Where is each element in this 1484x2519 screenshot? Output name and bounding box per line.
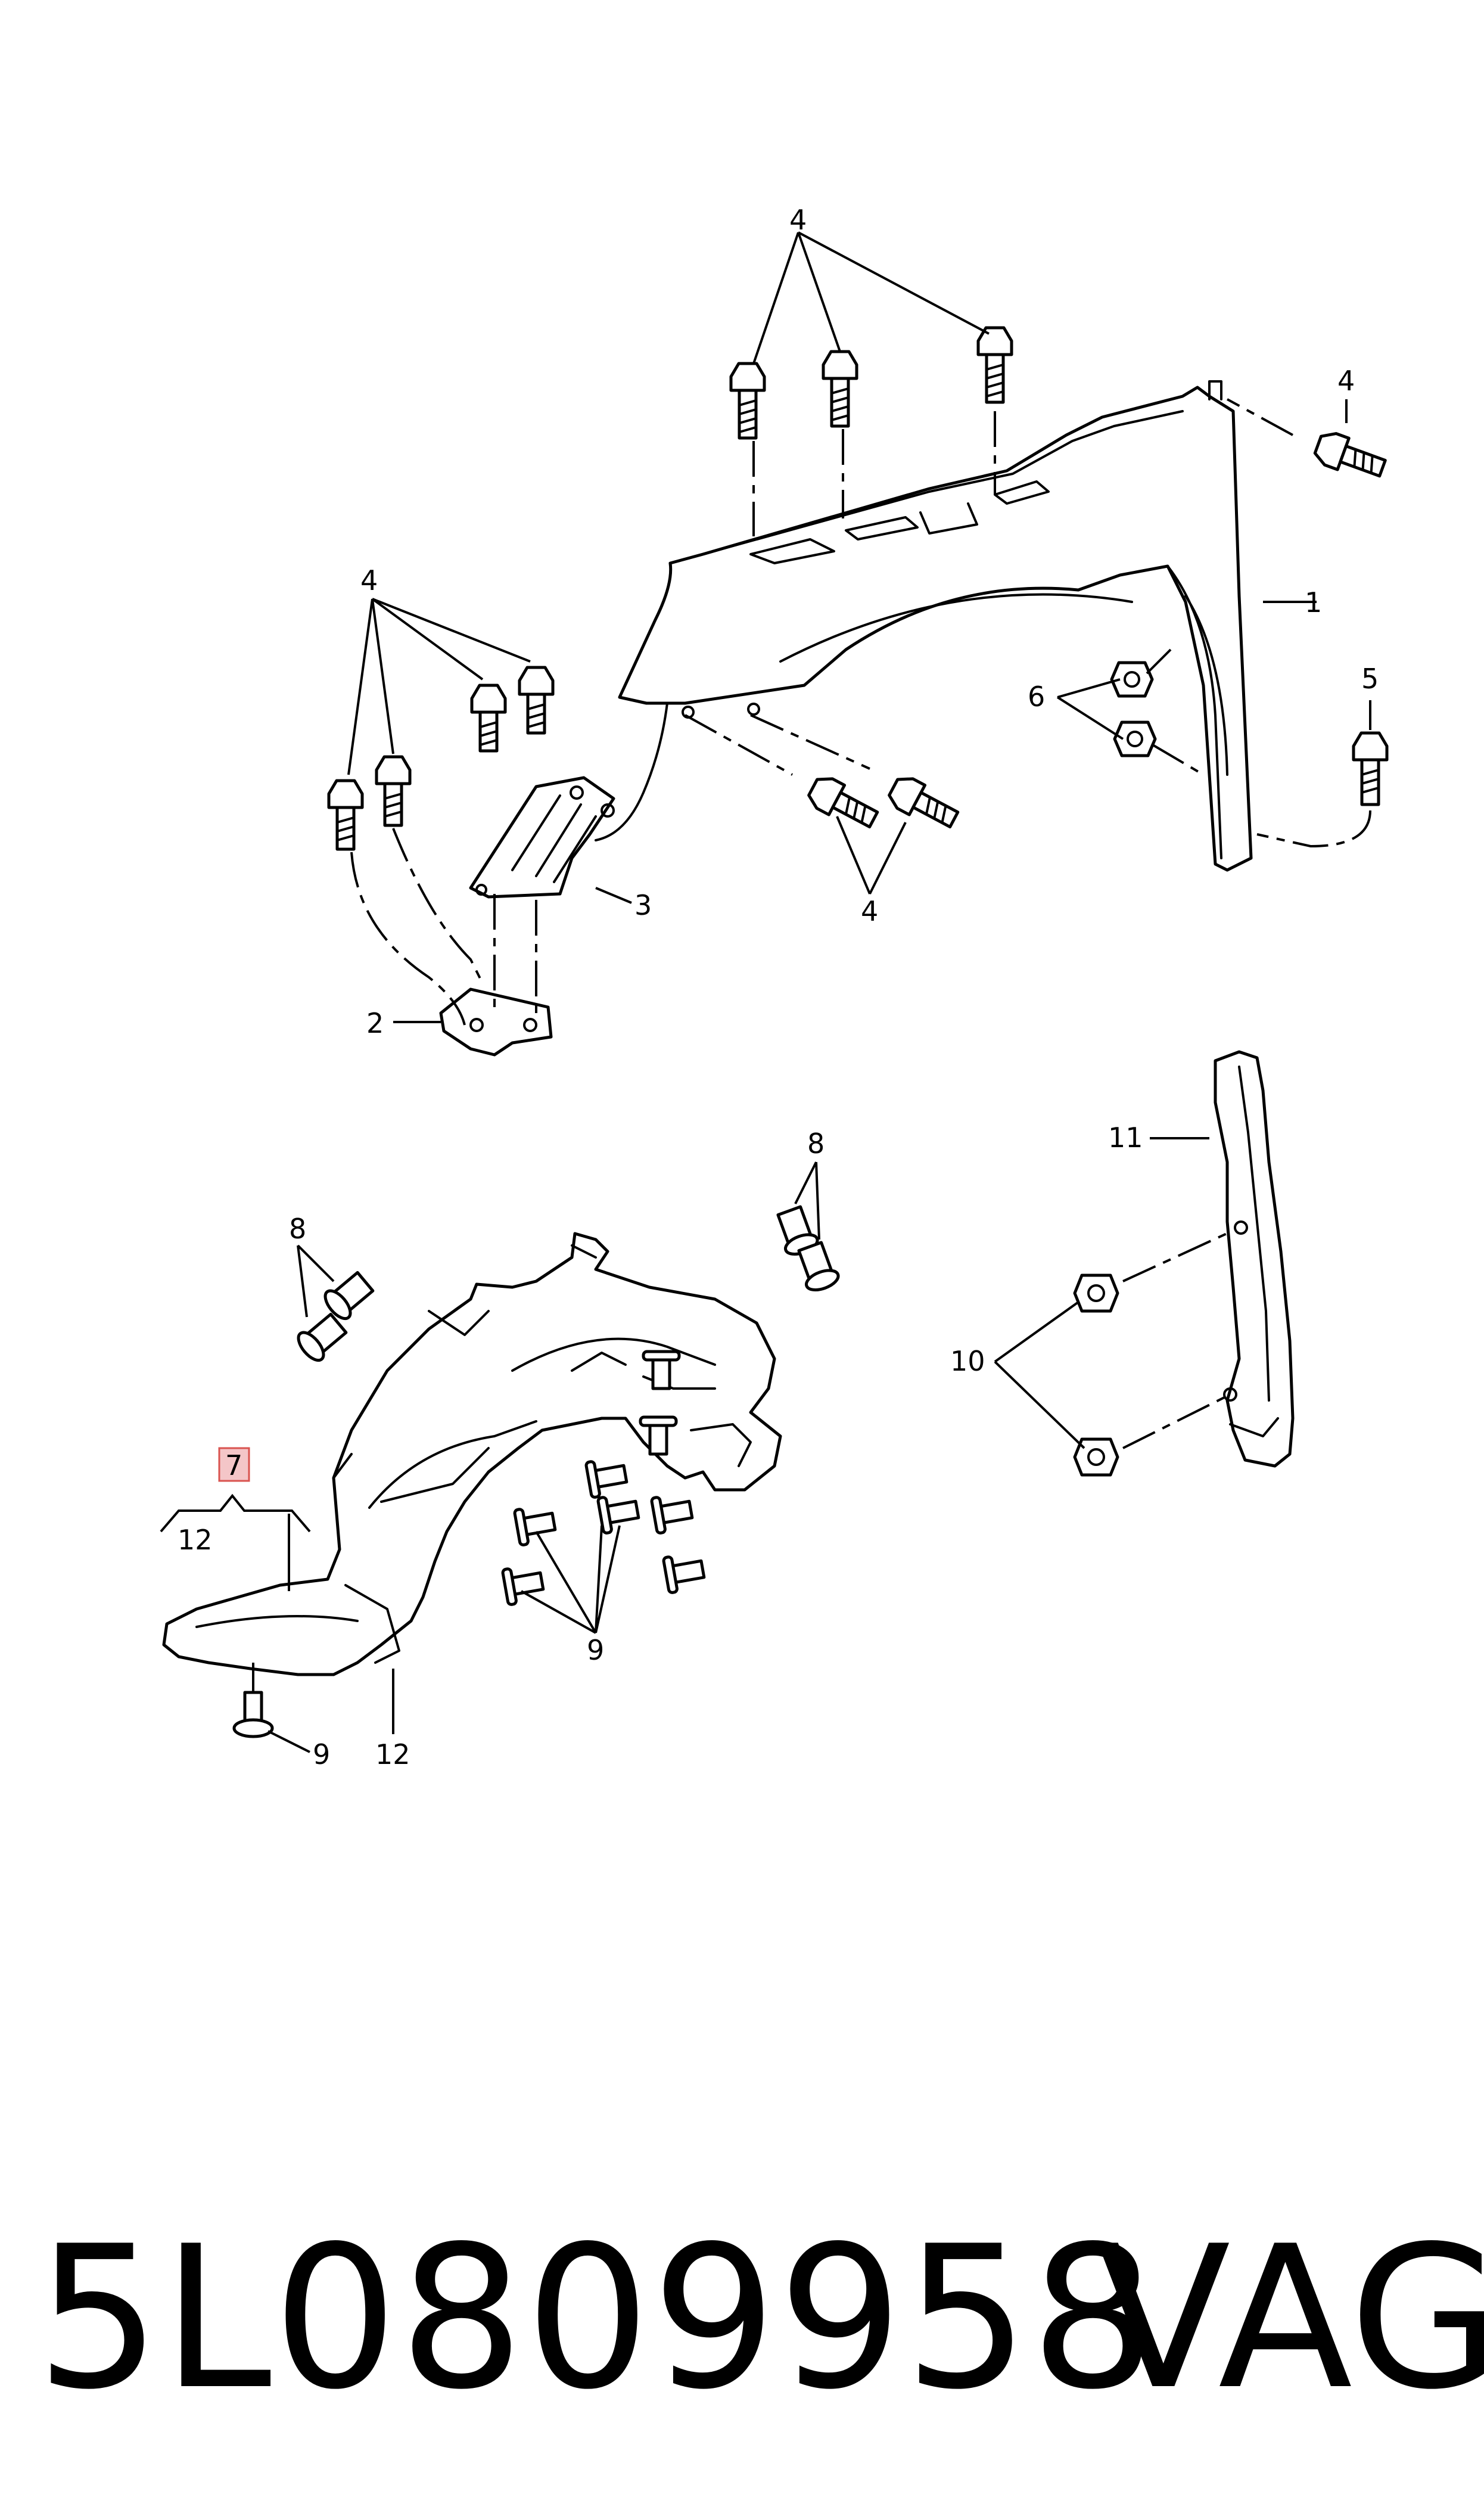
callout-bolt-front-pair: 4 [861,895,878,927]
callout-nut-lower: 10 [950,1345,985,1377]
callout-liner-highlighted: 7 [225,1449,242,1481]
trim-strip [1150,1050,1295,1468]
highlight-box [218,1447,250,1482]
bolt-rear [1256,700,1389,848]
wheel-housing-liner [162,1232,782,1676]
callout-trim-strip: 11 [1108,1122,1143,1154]
bolt-group-left [327,598,555,1026]
callout-bolt-top: 4 [789,204,807,236]
callout-bracket-lower: 2 [366,1007,384,1039]
callout-clip-right: 8 [807,1128,825,1160]
screw-group [501,1350,706,1634]
nut-pair-lower [994,1229,1234,1477]
bolt-pair-front [685,714,960,894]
parts-diagram: 4 4 1 5 6 4 4 3 2 8 8 11 10 7 12 9 9 12 [160,204,1389,1771]
callout-bracket-upper: 3 [634,889,652,921]
callout-bolt-right: 4 [1337,365,1355,397]
bracket-lower-part [439,987,553,1057]
footer: 5L0809958 VAG [0,2199,1484,2437]
callout-liner-sub-left: 12 [178,1524,213,1556]
callout-screw-group: 9 [587,1634,604,1666]
bolt-group-top [729,231,1013,536]
callout-clip-left: 8 [289,1213,306,1245]
callout-bolt-rear: 5 [1361,663,1379,695]
screw-bottom [232,1663,310,1753]
clip-group-right [776,1161,840,1291]
bolt-right [1227,398,1387,478]
callout-bolt-left-group: 4 [360,564,378,597]
part-number: 5L0809958 [36,2204,1157,2433]
callout-liner-sub-bottom: 12 [375,1738,410,1771]
callout-screw-bottom: 9 [313,1738,330,1771]
clip-group-left [297,1244,375,1362]
callout-fender: 1 [1305,586,1322,619]
callout-nut-upper: 6 [1028,681,1045,713]
nut-pair-upper [1056,648,1205,776]
bracket-upper-part [469,776,615,899]
brand-name: VAG [1096,2204,1484,2433]
bracket-7-12 [160,1493,311,1533]
